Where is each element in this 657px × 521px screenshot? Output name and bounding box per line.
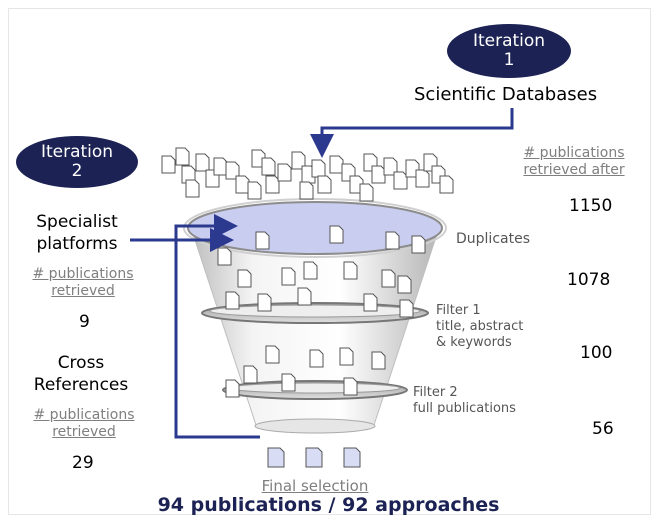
document-icon [371, 351, 386, 370]
duplicates-ellipse [187, 201, 443, 255]
document-icon [237, 269, 252, 288]
cross-line1: Cross [57, 353, 105, 373]
specialist-count: 9 [79, 312, 90, 332]
document-icon [317, 175, 332, 194]
document-icon [217, 247, 232, 266]
right-header-line2: retrieved after [523, 162, 625, 178]
document-icon [439, 175, 454, 194]
document-icon [265, 345, 280, 364]
count-after-filter1: 100 [580, 343, 613, 363]
filter1-label: Filter 1 title, abstract & keywords [436, 303, 523, 351]
document-icon [185, 179, 200, 198]
iteration2-connector [174, 214, 260, 439]
document-icon [225, 291, 240, 310]
iteration2-line1: Iteration [40, 142, 114, 162]
specialist-sub1: # publications [32, 266, 134, 282]
specialist-sub: # publications retrieved [26, 266, 140, 300]
document-icon [343, 377, 358, 396]
document-icon [383, 157, 398, 176]
cross-sub: # publications retrieved [27, 407, 141, 441]
document-icon [363, 293, 378, 312]
diagram-border [8, 8, 651, 515]
count-after-duplicates: 1078 [567, 270, 611, 290]
document-icon [343, 261, 358, 280]
document-icon [385, 231, 400, 250]
document-icon [281, 267, 296, 286]
iteration1-badge: Iteration 1 [447, 24, 571, 78]
document-icon [243, 365, 258, 384]
document-icon [309, 349, 324, 368]
final-selection-label: Final selection [261, 477, 369, 495]
document-icon [161, 155, 176, 174]
document-icon [175, 147, 190, 166]
iteration1-arrow [310, 108, 514, 158]
specialist-line2: platforms [36, 234, 118, 254]
document-icon [299, 181, 314, 200]
document-icon [261, 157, 276, 176]
cross-sub1: # publications [33, 407, 135, 423]
document-icon [311, 159, 326, 178]
document-icon [213, 157, 228, 176]
document-icon [181, 165, 196, 184]
count-after-duplicates-input: 1150 [569, 196, 613, 216]
right-header: # publications retrieved after [512, 145, 636, 179]
final-document-icons [267, 447, 361, 468]
document-icon [399, 299, 414, 318]
iteration2-line2: 2 [71, 161, 83, 181]
iteration1-line1: Iteration [472, 31, 546, 51]
right-header-line1: # publications [523, 145, 625, 161]
document-icon [411, 235, 426, 254]
document-icon [267, 447, 285, 468]
iteration2-badge: Iteration 2 [16, 136, 138, 188]
document-icon [247, 181, 262, 200]
document-icon [297, 287, 312, 306]
cross-references-label: Cross References [27, 352, 135, 396]
document-icon [235, 175, 250, 194]
document-icon [195, 153, 210, 172]
filter2-line1: full publications [413, 401, 516, 416]
document-icon [291, 151, 306, 170]
document-icon [257, 293, 272, 312]
specialist-sub2: retrieved [51, 283, 115, 299]
document-icon [329, 225, 344, 244]
summary-text: 94 publications / 92 approaches [157, 494, 500, 516]
filter2-label: Filter 2 full publications [413, 385, 516, 417]
document-icon [255, 231, 270, 250]
cross-line2: References [33, 375, 129, 395]
duplicates-label: Duplicates [456, 231, 530, 247]
document-icon [277, 163, 292, 182]
filter2-title: Filter 2 [413, 385, 458, 400]
document-icon [225, 161, 240, 180]
count-after-filter2: 56 [592, 419, 614, 439]
specialist-platforms-label: Specialist platforms [24, 211, 130, 255]
iteration1-line2: 1 [503, 50, 515, 70]
document-icon [415, 169, 430, 188]
document-icon [393, 171, 408, 190]
document-icon [281, 373, 296, 392]
document-icons [161, 147, 454, 398]
filter1-line1: title, abstract [436, 319, 524, 334]
filter1-title: Filter 1 [436, 303, 481, 318]
document-icon [329, 155, 344, 174]
document-icon [397, 275, 412, 294]
document-icon [265, 175, 280, 194]
document-icon [381, 269, 396, 288]
document-icon [339, 347, 354, 366]
cross-sub2: retrieved [52, 424, 116, 440]
specialist-line1: Specialist [36, 212, 118, 232]
scientific-databases-label: Scientific Databases [414, 84, 598, 105]
document-icon [359, 183, 374, 202]
document-icon [343, 447, 361, 468]
document-icon [305, 447, 323, 468]
filter1-line2: & keywords [436, 335, 512, 350]
cross-count: 29 [72, 453, 94, 473]
document-icon [371, 165, 386, 184]
document-icon [225, 379, 240, 398]
document-icon [303, 261, 318, 280]
